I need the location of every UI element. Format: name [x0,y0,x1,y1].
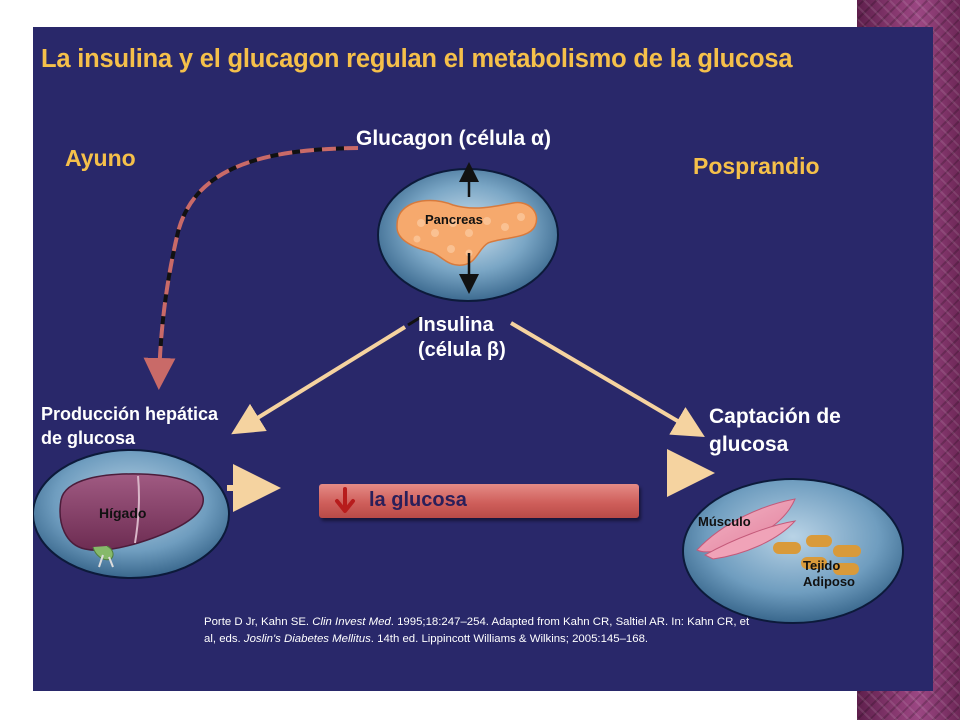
slide: La insulina y el glucagon regulan el met… [33,27,933,691]
slide-title: La insulina y el glucagon regulan el met… [41,45,793,73]
glucagon-to-liver-arrow [143,146,359,390]
insulin-to-liver-arrow [231,325,407,435]
citation: Porte D Jr, Kahn SE. Clin Invest Med. 19… [204,616,750,645]
insulin-to-uptake-arrow [509,321,705,438]
liver-orb [33,449,230,579]
adipose-icon [773,535,861,575]
down-arrow-icon [335,487,355,513]
pancreas-label: Pancreas [425,212,483,227]
diagram-graphics [33,146,904,624]
adipose-label: Tejido Adiposo [803,558,855,589]
phase-fasting-label: Ayuno [65,145,136,171]
glucagon-label: Glucagon (célula α) [356,127,551,150]
liver-icon [59,473,204,552]
glucose-uptake-caption: Captación de glucosa [709,405,841,456]
glucose-decrease-bar: la glucosa [319,484,639,518]
liver-production-caption: Producción hepática de glucosa [41,404,219,448]
pancreas-orb [377,162,559,302]
uptake-orb [682,478,904,624]
liver-label: Hígado [99,505,147,521]
phase-postprandial-label: Posprandio [693,153,820,179]
muscle-label: Músculo [698,514,751,529]
glucose-decrease-text: la glucosa [369,489,467,511]
insulin-label: Insulina (célula β) [418,314,506,361]
